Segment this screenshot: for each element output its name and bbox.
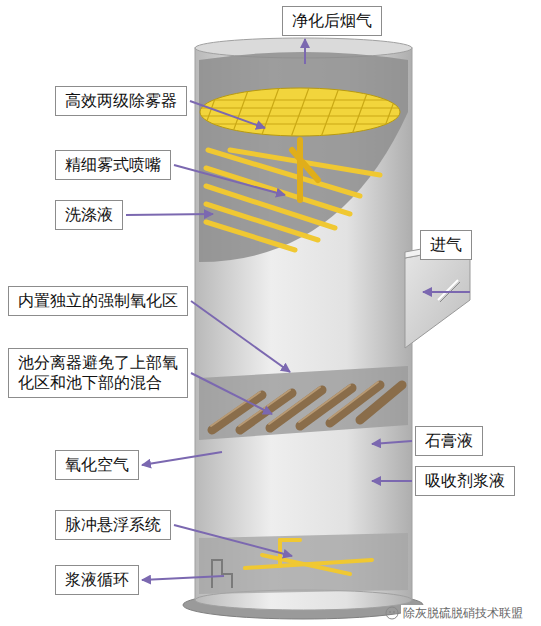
callout-box: 吸收剂浆液 bbox=[415, 466, 515, 496]
callout-box: 洗涤液 bbox=[55, 200, 123, 230]
leader-arrow bbox=[174, 165, 285, 195]
callout-box: 内置独立的强制氧化区 bbox=[8, 286, 188, 316]
watermark-icon bbox=[386, 607, 398, 619]
callout-box: 脉冲悬浮系统 bbox=[55, 510, 171, 540]
callout-box: 净化后烟气 bbox=[282, 6, 382, 36]
bottom-cutaway bbox=[199, 533, 408, 594]
callout-box: 进气 bbox=[420, 230, 472, 260]
callout-label: 石膏液 bbox=[425, 431, 473, 451]
callout-label: 精细雾式喷嘴 bbox=[65, 155, 161, 175]
callout-label: 氧化空气 bbox=[65, 455, 129, 475]
spray-headers bbox=[206, 150, 380, 250]
inlet-duct bbox=[405, 246, 470, 348]
callout-label: 吸收剂浆液 bbox=[425, 471, 505, 491]
leader-arrow bbox=[191, 373, 272, 414]
leader-arrow bbox=[126, 214, 213, 215]
leader-arrow bbox=[142, 452, 222, 465]
leader-arrow bbox=[142, 576, 224, 580]
callout-label: 脉冲悬浮系统 bbox=[65, 515, 161, 535]
leader-arrow bbox=[190, 101, 265, 128]
mist-eliminator-grid bbox=[190, 85, 410, 140]
upper-cutaway bbox=[199, 52, 408, 262]
callout-label: 高效两级除雾器 bbox=[65, 91, 177, 111]
pulse-suspension bbox=[245, 540, 372, 574]
leader-arrow bbox=[191, 301, 290, 372]
callout-box: 高效两级除雾器 bbox=[55, 86, 187, 116]
leader-arrow bbox=[372, 441, 412, 444]
watermark-icon bbox=[389, 611, 391, 613]
callout-box: 池分离器避免了上部氧化区和池下部的混合 bbox=[8, 348, 188, 398]
callout-label: 洗涤液 bbox=[65, 205, 113, 225]
callout-box: 氧化空气 bbox=[55, 450, 139, 480]
pool-separator bbox=[212, 385, 402, 430]
watermark-icon bbox=[393, 611, 395, 613]
spray-nozzle-header bbox=[292, 140, 318, 200]
leader-arrow bbox=[423, 291, 470, 293]
pool-separator-highlight bbox=[211, 382, 378, 426]
callout-label: 池分离器避免了上部氧化区和池下部的混合 bbox=[18, 353, 178, 393]
leader-arrow bbox=[372, 480, 412, 482]
tower-shell bbox=[195, 48, 412, 600]
inlet-vane bbox=[438, 280, 458, 300]
leader-arrow bbox=[174, 525, 292, 556]
watermark: 除灰脱硫脱硝技术联盟 bbox=[401, 605, 525, 622]
pool-cutaway bbox=[199, 366, 408, 440]
callout-box: 石膏液 bbox=[415, 426, 483, 456]
callout-label: 净化后烟气 bbox=[292, 11, 372, 31]
callout-box: 浆液循环 bbox=[55, 565, 139, 595]
leader-arrow bbox=[304, 39, 306, 64]
base-plate bbox=[183, 591, 423, 619]
callout-label: 浆液循环 bbox=[65, 570, 129, 590]
callout-label: 进气 bbox=[430, 235, 462, 255]
callout-box: 精细雾式喷嘴 bbox=[55, 150, 171, 180]
ladder bbox=[212, 560, 232, 588]
callout-label: 内置独立的强制氧化区 bbox=[18, 291, 178, 311]
